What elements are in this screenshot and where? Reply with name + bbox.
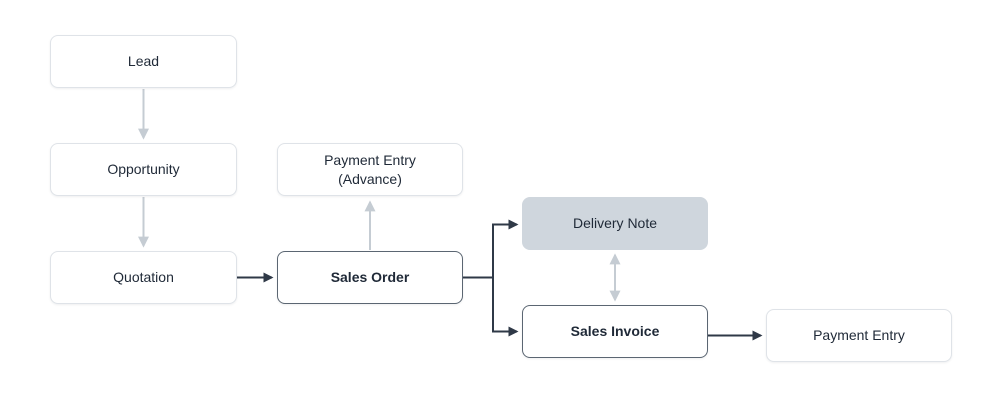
node-sales-order: Sales Order <box>277 251 463 304</box>
node-opportunity: Opportunity <box>50 143 237 196</box>
node-sales-invoice: Sales Invoice <box>522 305 708 358</box>
node-payment-entry: Payment Entry <box>766 309 952 362</box>
node-payment-entry-advance: Payment Entry (Advance) <box>277 143 463 196</box>
node-delivery-note: Delivery Note <box>522 197 708 250</box>
node-quotation: Quotation <box>50 251 237 304</box>
node-lead: Lead <box>50 35 237 88</box>
